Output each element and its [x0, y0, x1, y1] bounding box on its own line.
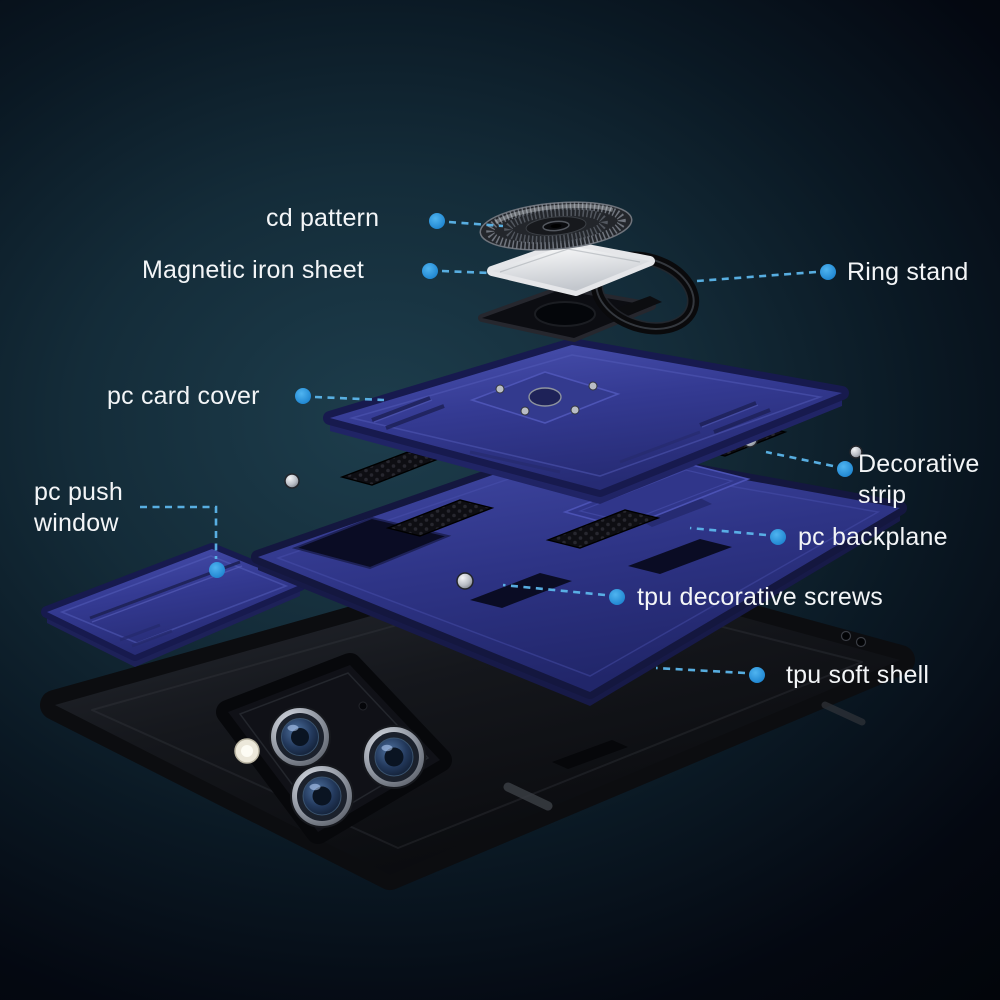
backplane-slot: [470, 573, 572, 608]
pc-card-cover-part: [323, 338, 849, 504]
connector-dot-tpu-soft-shell: [749, 667, 765, 683]
side-button: [821, 701, 866, 726]
connector-dot-pc-backplane: [770, 529, 786, 545]
connector-cd-pattern: [448, 220, 504, 228]
camera-lens: [269, 706, 331, 768]
label-pc-push-window: pc push window: [34, 478, 123, 537]
connector-magnetic-iron-sheet: [441, 269, 491, 275]
camera-lens: [290, 764, 354, 828]
label-cd-pattern: cd pattern: [266, 204, 380, 232]
magnetic-iron-sheet-part: [487, 240, 655, 296]
connector-dot-decorative-strip: [837, 461, 853, 477]
camera-mic-hole: [358, 701, 368, 711]
pc-backplane-part: [251, 424, 907, 706]
camera-module: [216, 653, 452, 844]
label-tpu-soft-shell: tpu soft shell: [786, 661, 930, 689]
connector-dot-pc-card-cover: [295, 388, 311, 404]
connector-dot-magnetic-iron-sheet: [422, 263, 438, 279]
connector-dot-cd-pattern: [429, 213, 445, 229]
label-magnetic-iron-sheet: Magnetic iron sheet: [142, 256, 364, 284]
label-pc-card-cover: pc card cover: [107, 382, 260, 410]
connector-dot-tpu-decorative-screws: [609, 589, 625, 605]
connector-dot-pc-push-window: [209, 562, 225, 578]
shell-hole: [840, 630, 852, 642]
camera-lens: [362, 725, 426, 789]
shell-hole: [855, 636, 867, 648]
decorative-strip-part: [545, 509, 661, 549]
connector-pc-push-window: [140, 505, 218, 559]
pc-push-window-part: [41, 543, 306, 667]
label-ring-stand: Ring stand: [847, 258, 969, 286]
connector-decorative-strip: [765, 450, 834, 468]
connector-dot-ring-stand: [820, 264, 836, 280]
shell-slot: [552, 740, 628, 769]
cd-pattern-disc: [479, 201, 633, 251]
connector-tpu-decorative-screws: [502, 583, 606, 597]
label-pc-backplane: pc backplane: [798, 523, 948, 551]
side-button: [503, 782, 553, 811]
decorative-strip-part: [339, 451, 441, 486]
connector-ring-stand: [696, 270, 817, 283]
decorative-strip-part: [385, 499, 495, 537]
ring-mount-hole: [528, 387, 562, 407]
connector-tpu-soft-shell: [655, 666, 746, 675]
connector-pc-backplane: [689, 526, 767, 537]
label-tpu-decorative-screws: tpu decorative screws: [637, 583, 883, 611]
ring-hinge: [612, 296, 662, 317]
label-decorative-strip: Decorative strip: [858, 450, 980, 509]
backplane-slot: [628, 539, 732, 574]
